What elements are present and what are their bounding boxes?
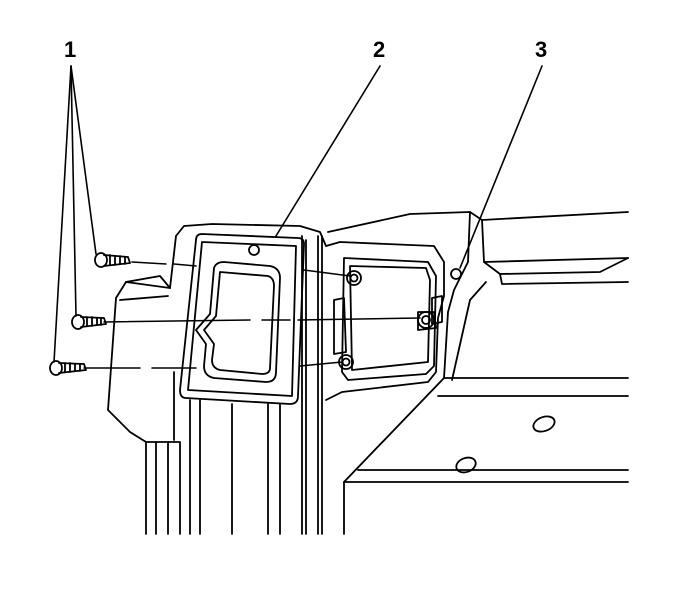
screw-icon <box>49 360 87 376</box>
screw-icon <box>71 314 107 330</box>
mount-hole <box>455 456 477 474</box>
alignment-lines <box>83 261 421 369</box>
locating-hole <box>450 268 462 280</box>
studs <box>338 270 437 370</box>
bracket-gasket <box>179 233 305 405</box>
leader-1a <box>70 65 97 255</box>
leader-2 <box>275 65 381 237</box>
leader-3 <box>459 65 543 269</box>
stud-icon <box>417 311 437 331</box>
leader-lines <box>53 65 543 363</box>
mount-hole <box>532 415 556 433</box>
screw-icon <box>94 252 131 268</box>
callout-1: 1 <box>64 37 77 62</box>
leader-1c <box>53 65 72 363</box>
callout-2: 2 <box>373 37 386 62</box>
stud-icon <box>346 270 362 286</box>
screws <box>49 252 131 376</box>
module-bracket <box>325 241 445 401</box>
lamp-housing <box>107 223 327 535</box>
callout-3: 3 <box>535 37 548 62</box>
chassis-structure <box>301 211 629 535</box>
leader-1b <box>70 65 77 317</box>
bracket-hole <box>248 244 260 256</box>
